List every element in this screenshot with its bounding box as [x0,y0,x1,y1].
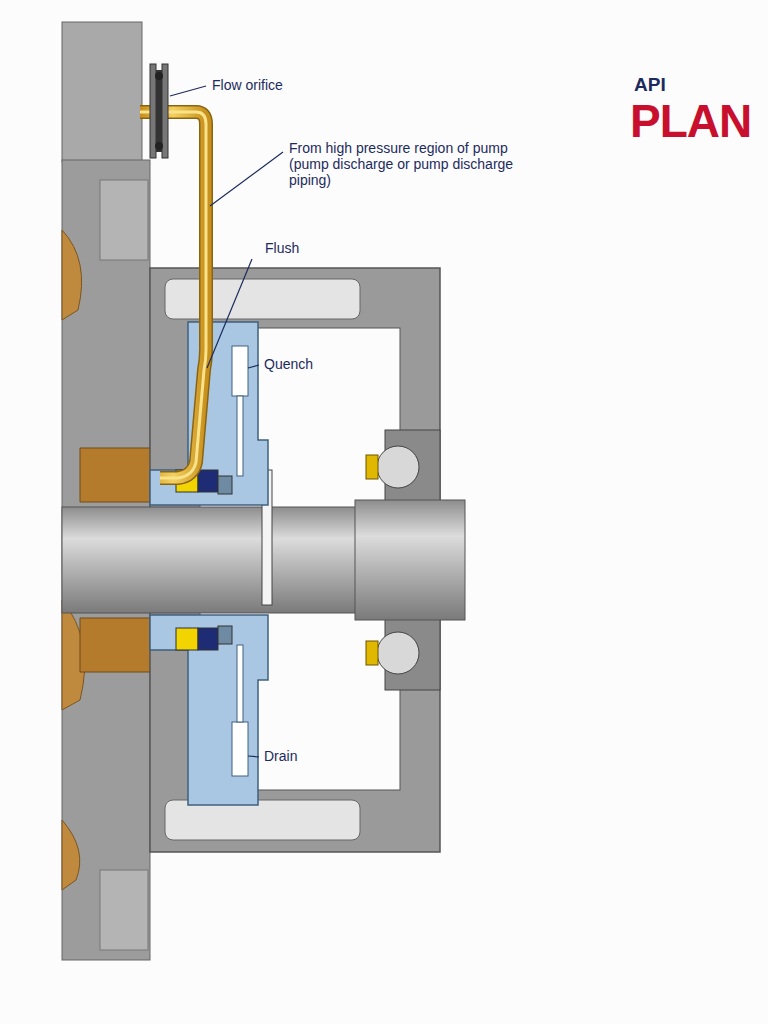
flow-orifice [150,64,168,158]
seal-gland-part [237,645,243,722]
seal-faces-part [218,626,232,644]
pump-casing-part [62,820,80,890]
standard-name: API [632,74,668,96]
leader-lines [170,86,283,757]
callout-label: Drain [262,748,299,764]
leader-lines-part [170,86,206,96]
bearing-bracket-part [165,279,360,319]
seal-faces-part [218,476,232,494]
leader-lines-part [248,756,259,757]
flush-pipe [140,112,206,478]
bearing-part [377,446,419,488]
callout-label: Flush [263,240,301,256]
leader-lines-part [210,152,283,206]
bearing-part [366,641,378,665]
pump-casing-part [62,230,82,320]
flush-pipe-part [140,112,206,478]
bearing-bracket-part [165,800,360,840]
shaft-part [62,507,362,613]
seal-gland-part [232,346,248,396]
flow-orifice-part [156,70,162,152]
shaft-part [355,500,465,620]
seal-gland-part [237,396,243,476]
callout-label: Quench [262,356,315,372]
flow-orifice-part [155,72,163,80]
pump-casing-part [62,22,142,162]
flush-pipe-part [140,112,206,478]
flow-orifice-part [155,142,163,150]
callout-label: From high pressure region of pump (pump … [287,140,553,188]
pump-casing-part [100,180,148,260]
seal-faces-part [198,470,218,492]
flow-orifice-part [150,64,156,158]
bearing-part [377,632,419,674]
seal-gland-part [232,722,248,776]
leader-lines-part [248,365,259,368]
seal-gland-part [150,615,268,805]
bearing-part [366,455,378,479]
seal-faces-part [198,628,218,650]
flow-orifice-part [162,64,168,158]
callout-label: Flow orifice [210,77,285,93]
bearing [366,446,419,674]
pump-casing-part [100,870,148,950]
plan-title: PLAN [628,96,753,146]
flush-pipe-part [140,112,206,478]
seal-faces-part [176,628,198,650]
leader-lines-part [207,259,252,368]
seal-faces [176,470,232,650]
seal-gland [150,322,268,805]
